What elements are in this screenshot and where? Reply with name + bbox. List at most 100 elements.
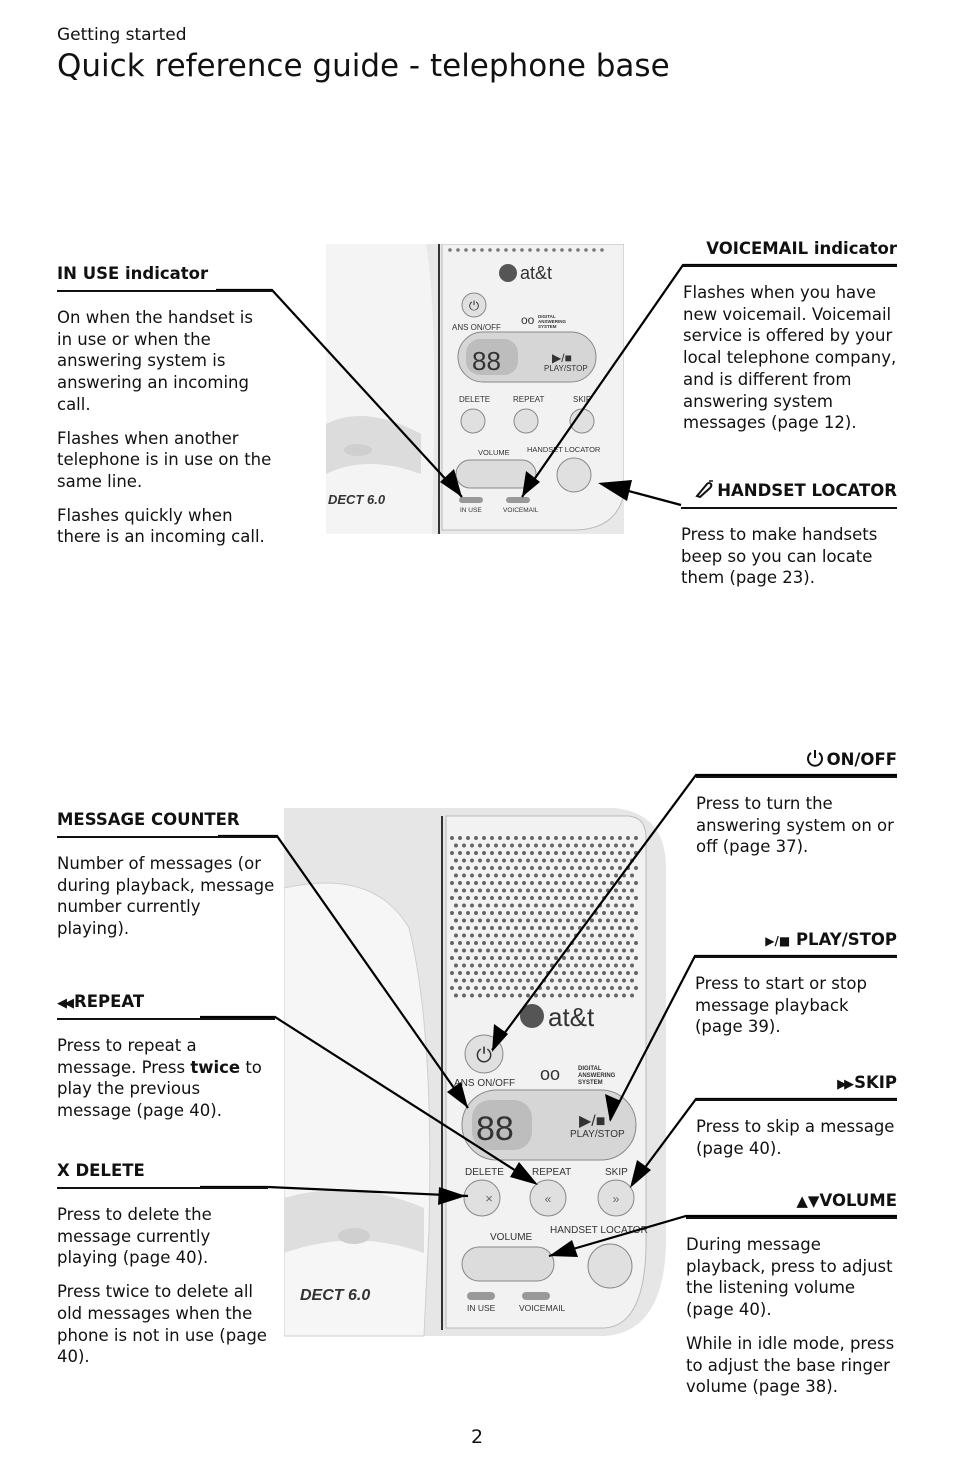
speaker-grille-dot [466,896,470,900]
speaker-grille-dot [550,948,554,953]
speaker-grille-dot [618,971,622,975]
on-off-heading: ON/OFF [826,750,897,769]
speaker-grille-dot [550,993,554,998]
speaker-grille-dot [526,993,530,998]
speaker-grille-dot [570,881,574,885]
speaker-grille-dot [570,896,574,900]
speaker-grille-dot [546,956,550,960]
speaker-grille-dot [570,911,574,915]
svg-text:IN USE: IN USE [460,507,482,514]
speaker-grille-dot [630,888,634,893]
speaker-grille-dot [530,836,534,840]
speaker-grille-dot [530,911,534,915]
speaker-grille-dot [506,986,510,990]
speaker-grille-dot [598,933,602,938]
speaker-grille-dot [526,933,530,938]
svg-text:SYSTEM: SYSTEM [578,1080,603,1086]
speaker-grille-dot [550,933,554,938]
speaker-grille-dot [470,888,474,893]
speaker-grille-dot [470,993,474,998]
svg-text:VOICEMAIL: VOICEMAIL [503,507,539,514]
speaker-grille-dot [510,858,514,863]
speaker-grille-dot [534,918,538,923]
speaker-grille-dot [514,836,518,840]
repeat-emphasis: twice [190,1057,241,1077]
speaker-grille-dot [546,851,550,855]
repeat-arrowhead [510,1162,538,1185]
speaker-grille-dot [554,956,558,960]
speaker-grille-dot [550,888,554,893]
svg-text:▶/■: ▶/■ [552,351,572,365]
svg-text:»: » [613,1192,620,1206]
svg-text:▶/■: ▶/■ [579,1113,605,1130]
speaker-grille-dot [626,926,630,930]
speaker-grille-dot [590,888,594,893]
volume-arrows-icon: ▲▼ [796,1192,820,1210]
speaker-grille-dot [510,873,514,878]
svg-text:DIGITAL: DIGITAL [578,1066,602,1072]
speaker-grille-dot [534,903,538,908]
svg-text:HANDSET LOCATOR: HANDSET LOCATOR [527,445,601,454]
speaker-grille-dot [518,873,522,878]
speaker-grille-dot [626,941,630,945]
speaker-grille-dot [610,866,614,870]
speaker-grille-dot [578,956,582,960]
speaker-grille-dot [570,956,574,960]
repeat-callout: ◀◀REPEAT Press to repeat a message. Pres… [57,992,275,1134]
speaker-grille-dot [558,963,562,968]
speaker-grille-dot [458,836,462,840]
speaker-grille-dot [530,941,534,945]
delete-callout: X DELETE Press to delete the message cur… [57,1161,268,1380]
speaker-grille-dot [598,993,602,998]
speaker-grille-dot [474,866,478,870]
speaker-grille-dot [602,881,606,885]
speaker-grille-dot [582,948,586,953]
speaker-grille-dot [490,986,494,990]
speaker-grille-dot [510,993,514,998]
speaker-grille-dot [550,978,554,983]
speaker-grille-dot [590,963,594,968]
speaker-grille-dot [538,881,542,885]
speaker-grille-dot [470,948,474,953]
speaker-grille-dot [502,933,506,938]
speaker-grille-dot [478,873,482,878]
speaker-grille-dot [510,843,514,848]
speaker-grille-dot [510,933,514,938]
section-label: Getting started [57,25,187,45]
speaker-grille-dot [562,881,566,885]
speaker-grille-dot [458,941,462,945]
speaker-grille-dot [510,903,514,908]
speaker-grille-dot [498,941,502,945]
speaker-grille-dot [494,903,498,908]
speaker-grille-dot [610,836,614,840]
speaker-grille-dot [502,888,506,893]
speaker-grille-dot [522,896,526,900]
play-stop-para: Press to start or stop message playback … [695,974,867,1037]
speaker-grille-dot [482,986,486,990]
speaker-grille-dot [522,851,526,855]
speaker-grille-dot [470,858,474,863]
on-off-heading-row: ON/OFF [696,749,897,778]
speaker-grille-dot [462,903,466,908]
speaker-grille-dot [546,881,550,885]
speaker-grille-dot [494,843,498,848]
speaker-grille-dot [466,986,470,990]
speaker-grille-dot [526,978,530,983]
speaker-grille-dot [478,903,482,908]
speaker-grille-dot [458,911,462,915]
speaker-grille-dot [506,971,510,975]
repeat-heading-row: ◀◀REPEAT [57,992,275,1020]
speaker-grille-dot [570,986,574,990]
speaker-grille-dot [482,851,486,855]
volume-pointer [548,1214,897,1258]
play-stop-heading: PLAY/STOP [795,930,897,949]
speaker-grille-dot [554,851,558,855]
in-use-para: On when the handset is in use or when th… [57,308,253,414]
speaker-grille-dot [518,933,522,938]
speaker-grille-dot [494,963,498,968]
speaker-grille-dot [506,926,510,930]
speaker-grille-dot [590,978,594,983]
speaker-grille-dot [558,978,562,983]
speaker-grille-dot [494,873,498,878]
speaker-grille-dot [558,993,562,998]
